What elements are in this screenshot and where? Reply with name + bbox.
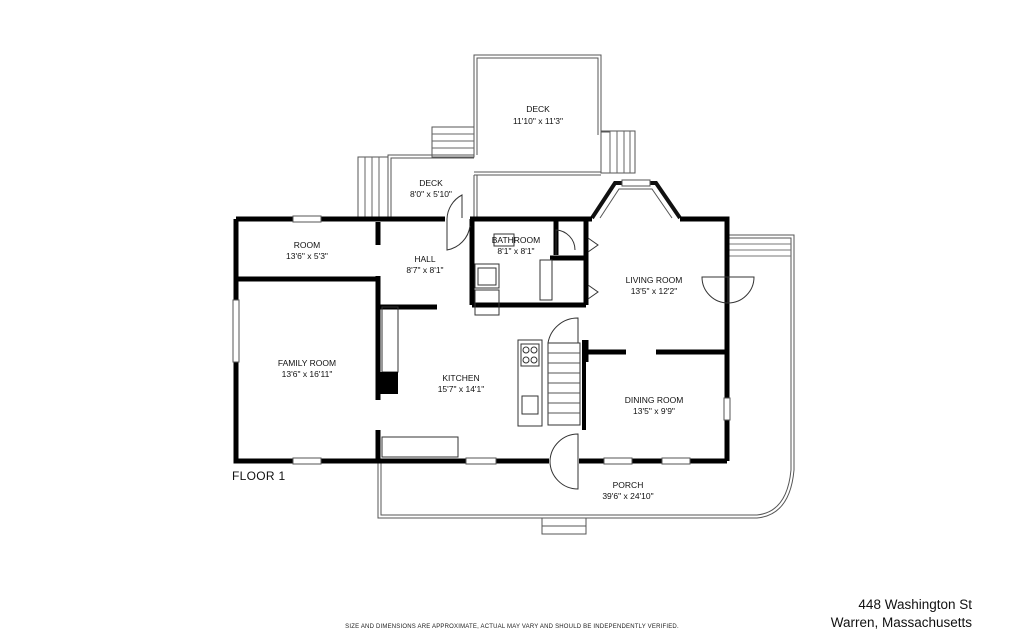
windows (232, 179, 731, 465)
door-swing-porch (549, 433, 579, 462)
porch-outline (377, 234, 795, 519)
dining-room-name: DINING ROOM (625, 395, 684, 405)
interior-details (381, 194, 755, 490)
interior-stairs (547, 342, 581, 426)
address-street: 448 Washington St (858, 597, 972, 612)
living-room-dims: 13'5" x 12'2" (631, 286, 678, 296)
deck-upper-dims: 11'10" x 11'3" (513, 116, 563, 126)
kitchen-name: KITCHEN (442, 373, 479, 383)
lower-deck-stairs (357, 156, 389, 219)
kitchen-dims: 15'7" x 14'1" (438, 384, 485, 394)
door-swing-kitchen (547, 317, 579, 344)
room-dims: 13'6" x 5'3" (286, 251, 328, 261)
kitchen-counter (517, 339, 543, 427)
upper-deck-outline-inner (476, 57, 599, 155)
outdoor-structures (357, 54, 795, 535)
hall-dims: 8'7" x 8'1" (406, 265, 443, 275)
bathroom-name: BATHROOM (492, 235, 540, 245)
chimney-block (378, 372, 398, 394)
room-name: ROOM (294, 240, 320, 250)
door-swing-hall (446, 219, 471, 251)
living-room-name: LIVING ROOM (626, 275, 683, 285)
family-room-name: FAMILY ROOM (278, 358, 336, 368)
family-room-dims: 13'6" x 16'11" (282, 369, 333, 379)
deck-upper-name: DECK (526, 104, 550, 114)
address-block: 448 Washington St Warren, Massachusetts (831, 596, 972, 632)
disclaimer: SIZE AND DIMENSIONS ARE APPROXIMATE, ACT… (345, 624, 679, 630)
upper-deck-stairs-left (431, 126, 475, 158)
deck-lower-dims: 8'0" x 5'10" (410, 189, 452, 199)
room-labels: DECK 11'10" x 11'3" DECK 8'0" x 5'10" RO… (278, 104, 683, 501)
porch-dims: 39'6" x 24'10" (602, 491, 653, 501)
address-city: Warren, Massachusetts (830, 615, 972, 630)
floor-label: FLOOR 1 (232, 469, 286, 483)
hall-name: HALL (414, 254, 436, 264)
porch-name: PORCH (613, 480, 644, 490)
bay-window (590, 181, 682, 220)
deck-lower-name: DECK (419, 178, 443, 188)
upper-deck-stairs-right (600, 130, 636, 174)
door-swing-living (701, 276, 755, 304)
bathroom-dims: 8'1" x 8'1" (497, 246, 534, 256)
dining-room-dims: 13'5" x 9'9" (633, 406, 675, 416)
upper-deck-outline (473, 54, 610, 155)
